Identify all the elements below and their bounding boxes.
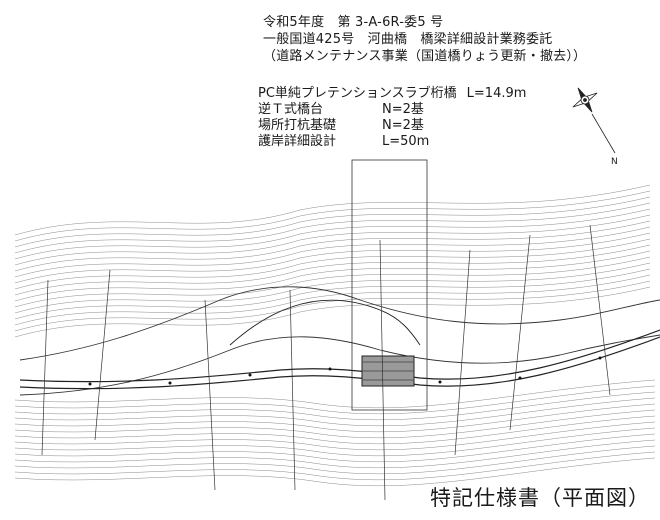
project-header: 令和5年度 第 3-A-6R-委5 号 一般国道425号 河曲橋 橋梁詳細設計業…: [263, 14, 586, 65]
header-line-project: 一般国道425号 河曲橋 橋梁詳細設計業務委託: [263, 32, 553, 47]
spec-list: PC単純プレテンションスラブ桁橋 L=14.9m 逆Ｔ式橋台 N=2基 場所打杭…: [258, 86, 526, 150]
north-arrow-icon: N: [572, 87, 618, 167]
header-line-contract: 令和5年度 第 3-A-6R-委5 号: [263, 15, 444, 30]
contour-line-lower: [14, 433, 656, 463]
river-banks: [19, 286, 660, 396]
contour-line-upper: [14, 262, 651, 314]
contour-line-upper: [14, 280, 651, 332]
contour-line-lower: [14, 439, 656, 469]
spec-value: N=2基: [382, 118, 424, 133]
spec-row: 逆Ｔ式橋台 N=2基: [258, 102, 526, 118]
contour-line-lower: [14, 421, 656, 451]
spec-name: 逆Ｔ式橋台: [258, 102, 324, 117]
header-line-program: （道路メンテナンス事業（国道橋りょう更新・撤去））: [263, 49, 587, 64]
contour-line-upper: [14, 274, 651, 326]
spec-row: 場所打杭基礎 N=2基: [258, 118, 526, 134]
contour-line-upper: [14, 214, 651, 266]
contour-line-upper: [14, 184, 651, 236]
spec-value: N=2基: [382, 102, 424, 117]
road-alignment: [19, 299, 660, 390]
contour-line-upper: [14, 256, 651, 308]
detail-frame: [351, 159, 428, 411]
contour-lines: [14, 184, 656, 487]
contour-line-lower: [14, 457, 656, 487]
contour-line-upper: [14, 244, 651, 296]
spec-value: L=50m: [382, 134, 430, 149]
contour-line-lower: [14, 403, 656, 433]
drawing-title: 特記仕様書（平面図）: [430, 486, 650, 510]
contour-line-lower: [14, 385, 656, 415]
spec-value: L=14.9m: [466, 86, 527, 101]
contour-line-upper: [14, 250, 651, 302]
contour-line-lower: [14, 451, 656, 481]
contour-line-lower: [14, 409, 656, 439]
spec-name: 場所打杭基礎: [258, 118, 337, 133]
north-arrow-label: N: [611, 157, 618, 167]
contour-line-lower: [14, 379, 656, 409]
contour-line-upper: [14, 238, 651, 290]
spec-row: PC単純プレテンションスラブ桁橋 L=14.9m: [258, 86, 526, 102]
contour-line-upper: [14, 232, 651, 284]
contour-line-lower: [14, 397, 656, 427]
contour-line-upper: [14, 220, 651, 272]
bridge-hatch: [361, 355, 415, 387]
spec-name: 護岸詳細設計: [258, 134, 337, 149]
contour-line-upper: [14, 202, 651, 254]
spec-row: 護岸詳細設計 L=50m: [258, 134, 526, 150]
survey-points: [88, 356, 602, 386]
section-lines: [41, 224, 611, 501]
contour-line-upper: [14, 190, 651, 242]
contour-line-lower: [14, 391, 656, 421]
contour-line-upper: [14, 286, 651, 338]
contour-line-lower: [14, 427, 656, 457]
contour-line-lower: [14, 415, 656, 445]
contour-line-upper: [14, 226, 651, 278]
contour-line-upper: [14, 208, 651, 260]
contour-line-upper: [14, 196, 651, 248]
spec-name: PC単純プレテンションスラブ桁橋: [258, 86, 457, 101]
contour-line-lower: [14, 445, 656, 475]
